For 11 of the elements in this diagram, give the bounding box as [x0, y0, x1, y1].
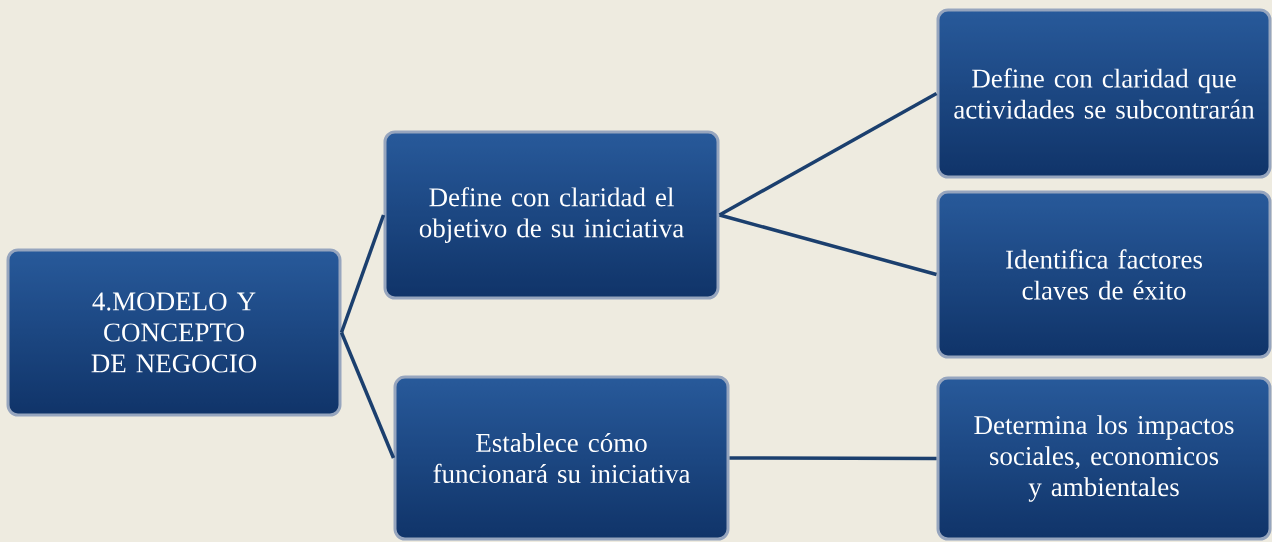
process-box: Establece cómo funcionará su iniciativa	[393, 375, 730, 541]
connector-line	[339, 214, 386, 334]
process-box: Define con claridad el objetivo de su iniciativa	[383, 130, 720, 300]
process-box: Identifica factores claves de éxito	[936, 190, 1272, 359]
connector-line	[339, 331, 396, 459]
process-box: Define con claridad que actividades se subcontrarán	[936, 8, 1272, 179]
connector-line	[729, 456, 937, 461]
connector-line	[719, 213, 937, 277]
connector-line	[718, 91, 938, 217]
process-box: 4.MODELO Y CONCEPTO DE NEGOCIO	[6, 248, 342, 417]
process-box: Determina los impactos sociales, economicos y ambientales	[936, 376, 1272, 541]
